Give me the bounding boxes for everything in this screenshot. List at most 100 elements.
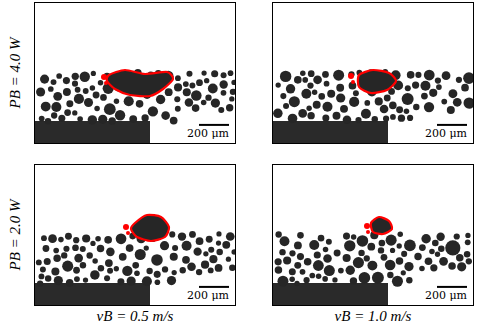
powder-particle [167,276,176,285]
powder-particle [170,253,178,261]
powder-particle [436,84,442,90]
powder-particle [367,261,377,271]
powder-particle [313,101,321,109]
powder-particle [182,241,192,251]
powder-particle [289,277,295,283]
row-label: PB = 4.0 W [7,38,24,109]
powder-particle [41,235,47,241]
powder-particle [438,245,445,252]
powder-particle [343,233,350,240]
powder-particles [275,231,472,287]
powder-particle [36,87,45,96]
powder-particle [91,71,96,76]
powder-particle [88,115,97,124]
powder-particle [124,96,134,106]
powder-particle [372,116,378,122]
powder-particle [191,90,202,101]
powder-particle [172,270,177,275]
powder-particle [327,90,335,98]
powder-particle [80,72,90,82]
powder-particle [442,71,451,80]
powder-particle [318,93,325,100]
powder-particle [45,118,52,125]
powder-particle [343,254,351,262]
powder-particle [432,240,439,247]
melt-droplet [348,73,354,79]
powder-particle [98,265,104,271]
melt-pool [371,217,392,234]
powder-particle [53,92,62,101]
powder-particle [221,72,227,78]
powder-particle [116,233,127,244]
powder-particle [308,70,315,77]
powder-particle [119,253,127,261]
powder-particle [404,262,413,271]
powder-particle [146,268,152,274]
powder-particle [98,115,107,124]
powder-particle [219,80,227,88]
melt-droplet [126,231,130,235]
powder-particle [39,116,45,122]
melt-pool [358,70,396,93]
powder-bed-illustration [35,3,235,143]
simulation-panel: 200 μm [34,2,236,144]
powder-particle [114,98,119,103]
powder-particle [211,70,218,77]
powder-particle [155,279,161,285]
powder-particle [216,249,222,255]
powder-particle [86,252,92,258]
powder-particle [204,78,209,83]
powder-particle [387,272,393,278]
powder-particle [304,258,312,266]
simulation-panel: 200 μm [272,2,474,144]
powder-particle [465,233,470,238]
powder-particles [36,231,235,287]
powder-particle [392,276,403,287]
powder-particle [314,251,321,258]
powder-particle [294,262,301,269]
powder-particle [303,277,309,283]
powder-particle [397,243,402,248]
powder-particle [36,259,42,265]
powder-particle [355,117,361,123]
powder-particle [82,234,90,242]
powder-particle [306,106,311,111]
powder-particle [75,87,81,93]
powder-particle [456,77,462,83]
powder-particle [56,73,62,79]
powder-particle [189,83,195,89]
powder-particle [193,248,201,256]
powder-particle [203,251,208,256]
powder-particle [379,240,386,247]
powder-particle [420,81,430,91]
powder-particle [104,275,110,281]
powder-particle [302,77,308,83]
powder-particle [114,266,119,271]
scale-bar-label: 200 μm [423,128,469,140]
powder-particle [294,241,302,249]
powder-particle [90,241,95,246]
powder-particle [106,248,115,257]
powder-particle [201,100,207,106]
powder-particle [132,262,139,269]
substrate [273,283,388,305]
powder-particle [41,102,51,112]
powder-particle [456,254,464,262]
powder-particles [273,69,473,124]
powder-particle [429,89,437,97]
powder-particle [322,102,332,112]
powder-particles [36,69,235,125]
powder-particle [160,241,169,250]
powder-particle [142,276,152,286]
melt-pool [107,70,173,96]
powder-particle [74,94,84,104]
powder-particle [318,235,325,242]
powder-particle [398,115,405,122]
powder-particle [208,267,214,273]
powder-particle [135,249,146,260]
powder-particle [280,236,290,246]
powder-particle [196,237,204,245]
powder-particle [40,75,49,84]
powder-particle [175,75,181,81]
